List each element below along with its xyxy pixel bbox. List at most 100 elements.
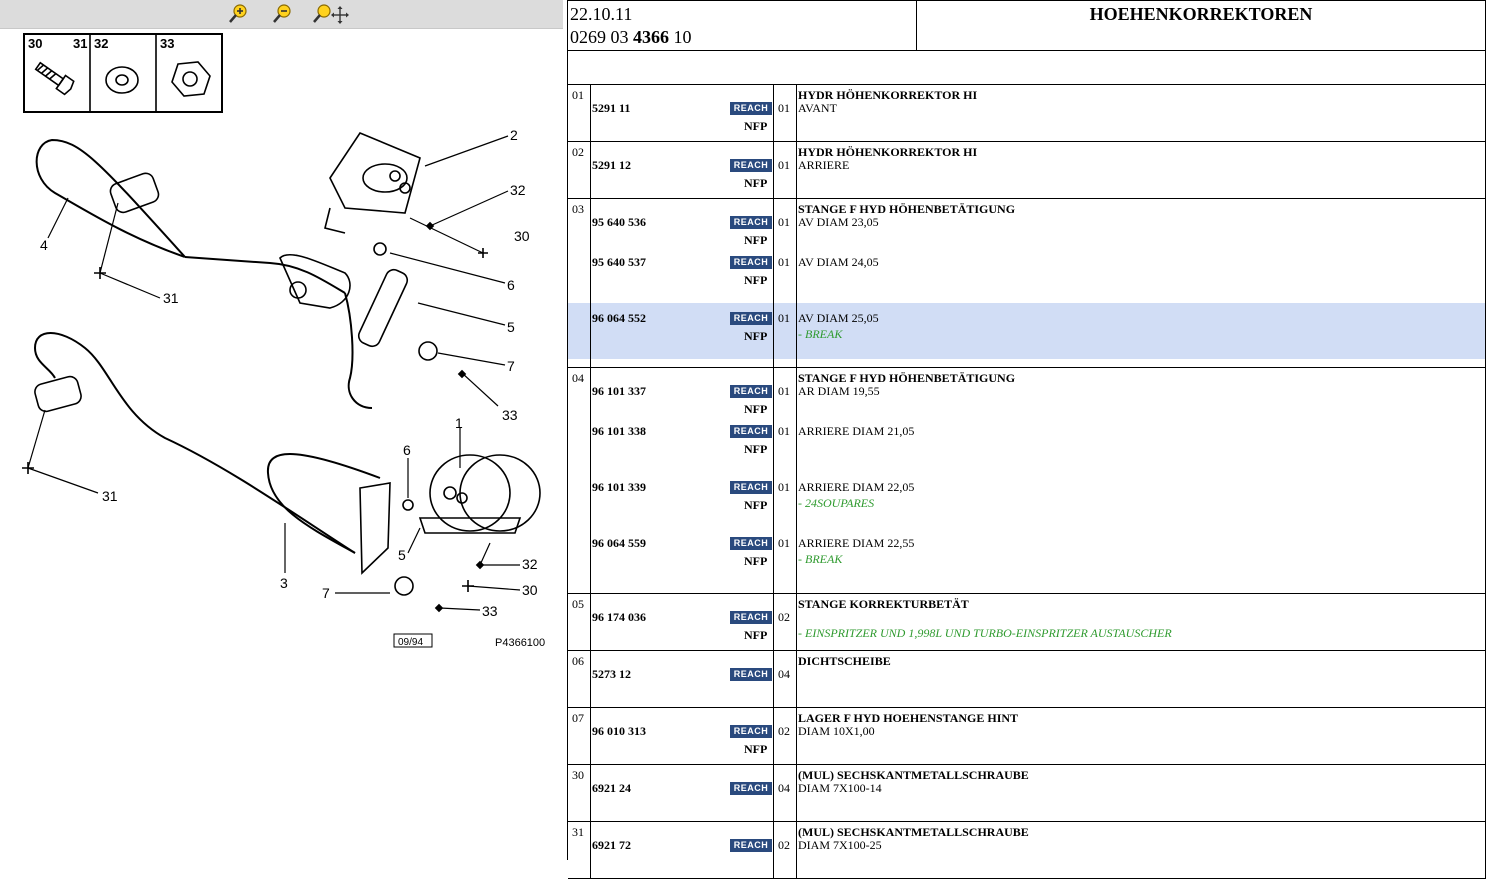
group-number: 31: [572, 825, 584, 839]
column-divider: [590, 822, 591, 878]
column-divider: [773, 594, 774, 650]
part-note: - BREAK: [798, 327, 843, 341]
group-title: STANGE KORREKTURBETÄT: [798, 597, 969, 611]
column-divider: [796, 142, 797, 198]
exploded-parts-diagram: 30 31 32 33 2 32 30 4 31 6 5 7 33 1 6 31…: [22, 33, 545, 649]
reach-badge[interactable]: REACH: [730, 425, 772, 438]
part-note: - BREAK: [798, 552, 843, 566]
column-divider: [773, 199, 774, 367]
part-description: DIAM 10X1,00: [798, 724, 875, 738]
washer-icon: [105, 66, 139, 94]
part-description: ARRIERE DIAM 21,05: [798, 424, 915, 438]
zoom-out-icon[interactable]: [270, 3, 294, 25]
callout: 1: [455, 415, 463, 431]
column-divider: [773, 822, 774, 878]
front-corrector: [324, 132, 421, 234]
part-row[interactable]: 96 101 338 REACH NFP 01 ARRIERE DIAM 21,05: [568, 424, 1485, 480]
quantity: 01: [778, 424, 790, 438]
quantity: 01: [778, 101, 790, 115]
header-meta: 22.10.11 0269 03 4366 10: [568, 1, 917, 50]
group-number: 02: [572, 145, 584, 159]
column-divider: [796, 822, 797, 878]
nfp-label: NFP: [744, 442, 768, 456]
group-title: (MUL) SECHSKANTMETALLSCHRAUBE: [798, 825, 1029, 839]
reach-badge[interactable]: REACH: [730, 256, 772, 269]
quantity: 01: [778, 255, 790, 269]
part-description: AV DIAM 23,05: [798, 215, 879, 229]
reach-badge[interactable]: REACH: [730, 537, 772, 550]
reach-badge[interactable]: REACH: [730, 839, 772, 852]
part-description: AR DIAM 19,55: [798, 384, 880, 398]
quantity: 01: [778, 311, 790, 325]
part-number: 96 101 337: [592, 384, 646, 398]
reach-badge[interactable]: REACH: [730, 725, 772, 738]
nfp-label: NFP: [744, 498, 768, 512]
part-number: 6921 24: [592, 781, 631, 795]
group-number: 04: [572, 371, 584, 385]
column-divider: [590, 708, 591, 764]
zoom-in-icon[interactable]: [226, 3, 250, 25]
callout: 7: [322, 585, 330, 601]
callout: 33: [482, 603, 498, 619]
reach-badge[interactable]: REACH: [730, 782, 772, 795]
group-title: STANGE F HYD HÖHENBETÄTIGUNG: [798, 202, 1016, 216]
reach-badge[interactable]: REACH: [730, 668, 772, 681]
quantity: 01: [778, 384, 790, 398]
header-code: 0269 03 4366 10: [570, 27, 692, 47]
diagram-reference: P4366100: [495, 637, 545, 649]
part-description: ARRIERE DIAM 22,05: [798, 480, 915, 494]
quantity: 02: [778, 838, 790, 852]
reach-badge[interactable]: REACH: [730, 611, 772, 624]
reach-badge[interactable]: REACH: [730, 216, 772, 229]
column-divider: [590, 368, 591, 593]
reach-badge[interactable]: REACH: [730, 312, 772, 325]
column-divider: [590, 765, 591, 821]
part-number: 96 010 313: [592, 724, 646, 738]
parts-list-pane: 22.10.11 0269 03 4366 10 HOEHENKORREKTOR…: [567, 0, 1486, 879]
quantity: 01: [778, 536, 790, 550]
callout: 6: [403, 442, 411, 458]
legend-label: 30: [28, 36, 42, 51]
rear-corrector: [418, 454, 541, 534]
quantity: 02: [778, 610, 790, 624]
column-divider: [590, 85, 591, 141]
group-title: HYDR HÖHENKORREKTOR HI: [798, 145, 978, 159]
reach-badge[interactable]: REACH: [730, 102, 772, 115]
reach-badge[interactable]: REACH: [730, 481, 772, 494]
zoom-pan-icon[interactable]: [310, 3, 350, 25]
part-row[interactable]: 96 101 337 REACH NFP 01 AR DIAM 19,55: [568, 384, 1485, 424]
part-number: 96 174 036: [592, 610, 646, 624]
nfp-label: NFP: [744, 119, 768, 133]
part-number: 96 101 338: [592, 424, 646, 438]
column-divider: [773, 368, 774, 593]
column-divider: [590, 199, 591, 367]
part-description: AV DIAM 24,05: [798, 255, 879, 269]
column-divider: [773, 708, 774, 764]
part-number: 96 064 559: [592, 536, 646, 550]
column-divider: [796, 199, 797, 367]
reach-badge[interactable]: REACH: [730, 159, 772, 172]
column-divider: [590, 142, 591, 198]
reach-badge[interactable]: REACH: [730, 385, 772, 398]
part-description: AVANT: [798, 101, 837, 115]
nfp-label: NFP: [744, 402, 768, 416]
callout: 5: [398, 547, 406, 563]
diagram-date: 09/94: [398, 637, 423, 648]
group-title: DICHTSCHEIBE: [798, 654, 891, 668]
group-number: 06: [572, 654, 584, 668]
